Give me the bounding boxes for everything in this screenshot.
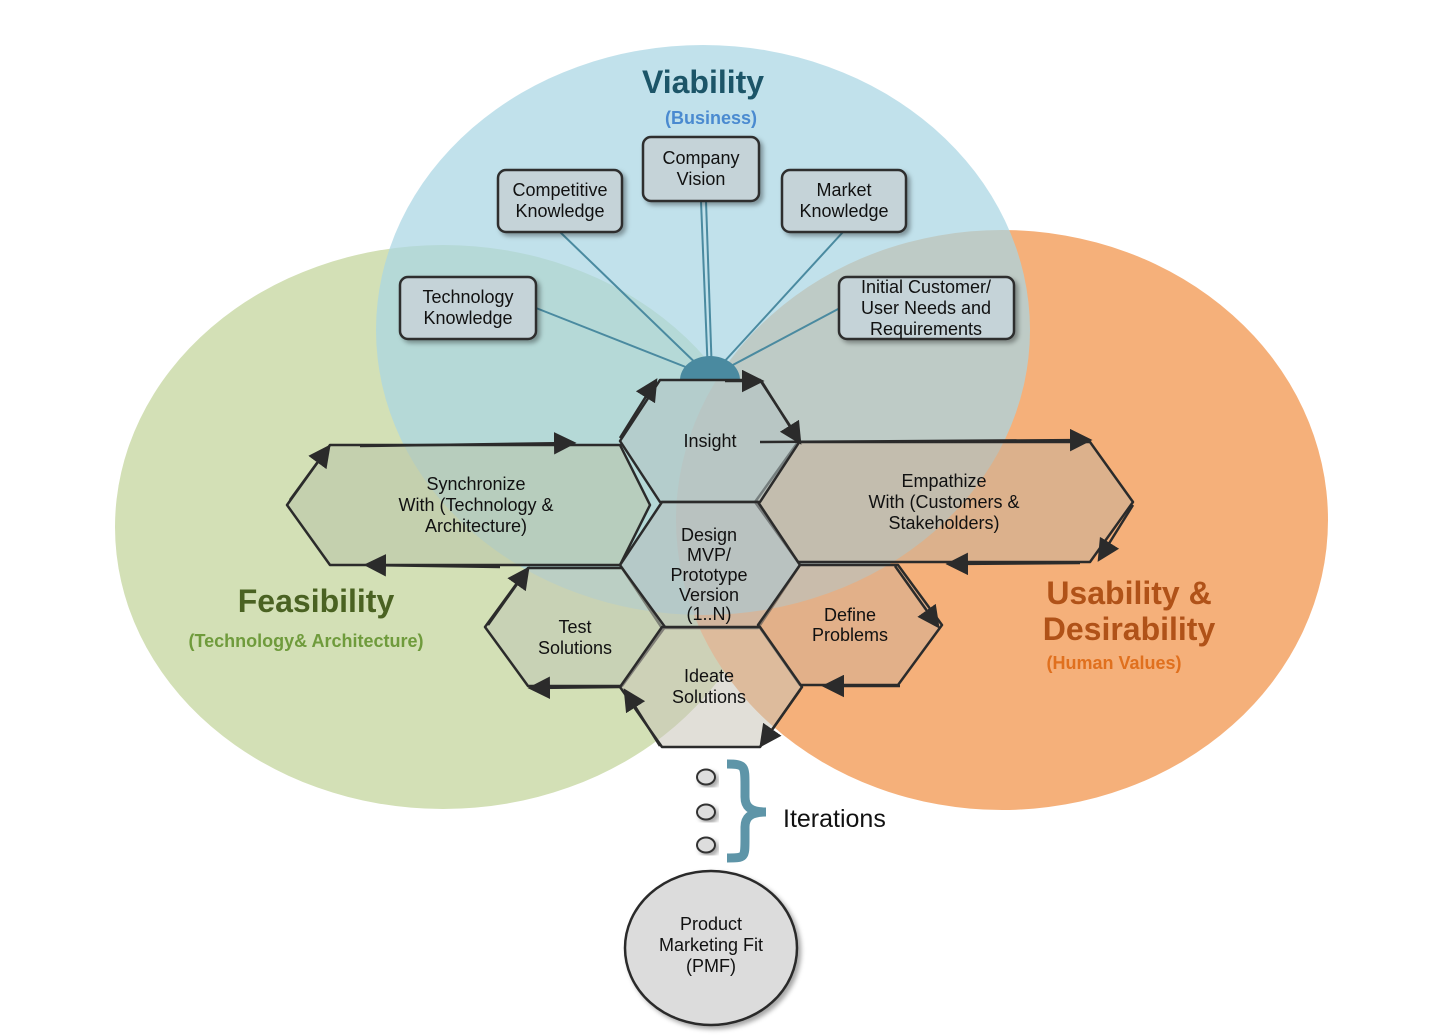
- box-line: User Needs and: [861, 298, 991, 318]
- flow-arrows: [288, 369, 1135, 748]
- hex-line: Problems: [812, 625, 888, 645]
- iteration-dot: [696, 836, 716, 854]
- hex-line: MVP/: [687, 545, 731, 565]
- hex-line: Stakeholders): [888, 513, 999, 533]
- hex-line: With (Technology &: [398, 495, 553, 515]
- pmf-line: Marketing Fit: [659, 935, 763, 955]
- box-line: Company: [662, 148, 739, 168]
- hex-line: (1..N): [687, 604, 732, 624]
- box-line: Knowledge: [423, 308, 512, 328]
- hex-line: Ideate: [684, 666, 734, 686]
- hex-line: Empathize: [901, 471, 986, 491]
- box-line: Initial Customer/: [861, 277, 991, 297]
- hex-line: With (Customers &: [868, 492, 1019, 512]
- box-line: Knowledge: [799, 201, 888, 221]
- iteration-dots: [696, 768, 716, 854]
- hex-line: Solutions: [672, 687, 746, 707]
- hex-line: Design: [681, 525, 737, 545]
- viability-title: Viability: [642, 64, 764, 100]
- iteration-dot: [696, 803, 716, 821]
- usability-title-line2: Desirability: [1043, 611, 1216, 647]
- hex-line: Synchronize: [426, 474, 525, 494]
- pmf-line: Product: [680, 914, 742, 934]
- feasibility-subtitle: (Technology& Architecture): [188, 631, 423, 651]
- hex-line: Architecture): [425, 516, 527, 536]
- hex-insight-label: Insight: [683, 431, 736, 451]
- hex-line: Prototype: [670, 565, 747, 585]
- hub-semicircle: [680, 356, 740, 380]
- hex-line: Solutions: [538, 638, 612, 658]
- feasibility-title: Feasibility: [238, 583, 395, 619]
- usability-subtitle: (Human Values): [1046, 653, 1181, 673]
- hex-line: Test: [558, 617, 591, 637]
- box-line: Knowledge: [515, 201, 604, 221]
- usability-title-line1: Usability &: [1046, 575, 1211, 611]
- iterations-label: Iterations: [783, 805, 886, 833]
- box-line: Vision: [677, 169, 726, 189]
- box-line: Market: [816, 180, 871, 200]
- viability-subtitle: (Business): [665, 108, 757, 128]
- hex-line: Define: [824, 605, 876, 625]
- box-line: Technology: [422, 287, 513, 307]
- input-connectors: [535, 200, 844, 380]
- iteration-dot: [696, 768, 716, 786]
- box-line: Competitive: [512, 180, 607, 200]
- iterations-brace-icon: [726, 759, 767, 863]
- svg-text:Initial Customer/User Needs an: Initial Customer/User Needs andRequireme…: [861, 277, 991, 339]
- pmf-line: (PMF): [686, 956, 736, 976]
- hex-line: Version: [679, 585, 739, 605]
- hex-line: Insight: [683, 431, 736, 451]
- box-line: Requirements: [870, 319, 982, 339]
